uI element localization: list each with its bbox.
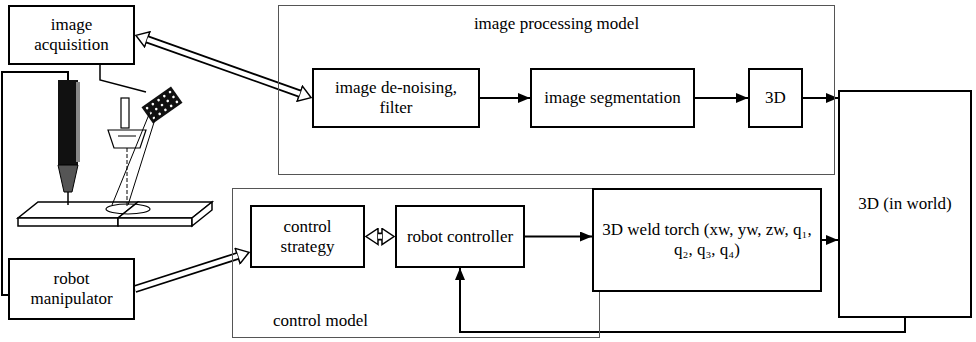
process-box: image segmentation [530, 68, 695, 128]
output-box: 3D (in world) [838, 90, 972, 318]
box-label: image de-noising, filter [320, 78, 472, 117]
hollow-arrow [147, 39, 300, 93]
region-title: control model [273, 311, 368, 331]
process-box: control strategy [250, 205, 365, 268]
camera-view-line [112, 112, 150, 205]
process-box: robot manipulator [8, 258, 135, 320]
flow-arrow [480, 97, 530, 99]
weld-torch [58, 80, 80, 205]
box-label: 3D weld torch (xw, yw, zw, q₁, q₂, q₃, q… [600, 220, 814, 259]
laser-sensor [108, 98, 146, 206]
workpiece [18, 202, 212, 226]
process-box: image acquisition [8, 5, 135, 65]
box-label: control strategy [258, 217, 357, 256]
box-label: image acquisition [16, 15, 127, 54]
process-box: robot controller [395, 205, 525, 268]
hollow-arrow [135, 256, 238, 289]
flow-arrow [525, 236, 592, 238]
hollow-arrow-core [135, 256, 238, 289]
process-box: image de-noising, filter [312, 68, 480, 128]
region-title: image processing model [474, 14, 639, 34]
box-label: 3D (in world) [858, 194, 951, 214]
hollow-arrow-core [147, 39, 300, 93]
flow-arrow [803, 97, 838, 99]
flow-arrow [695, 97, 748, 99]
camera-wire [100, 65, 146, 92]
box-label: robot manipulator [16, 269, 127, 308]
weld-pool-mark [106, 204, 150, 214]
box-label: 3D [765, 88, 786, 108]
hollow-arrow [378, 233, 382, 241]
output-box: 3D weld torch (xw, yw, zw, q₁, q₂, q₃, q… [592, 188, 822, 292]
box-label: robot controller [407, 227, 513, 247]
hollow-arrow-core [378, 234, 382, 239]
flow-arrow [822, 239, 838, 241]
model-region: control model control strategy robot contr… [232, 188, 600, 338]
camera-view-line [128, 116, 156, 205]
process-box: 3D [748, 68, 803, 128]
model-region: image processing model image de-noising, … [278, 5, 835, 175]
box-label: image segmentation [544, 88, 680, 108]
